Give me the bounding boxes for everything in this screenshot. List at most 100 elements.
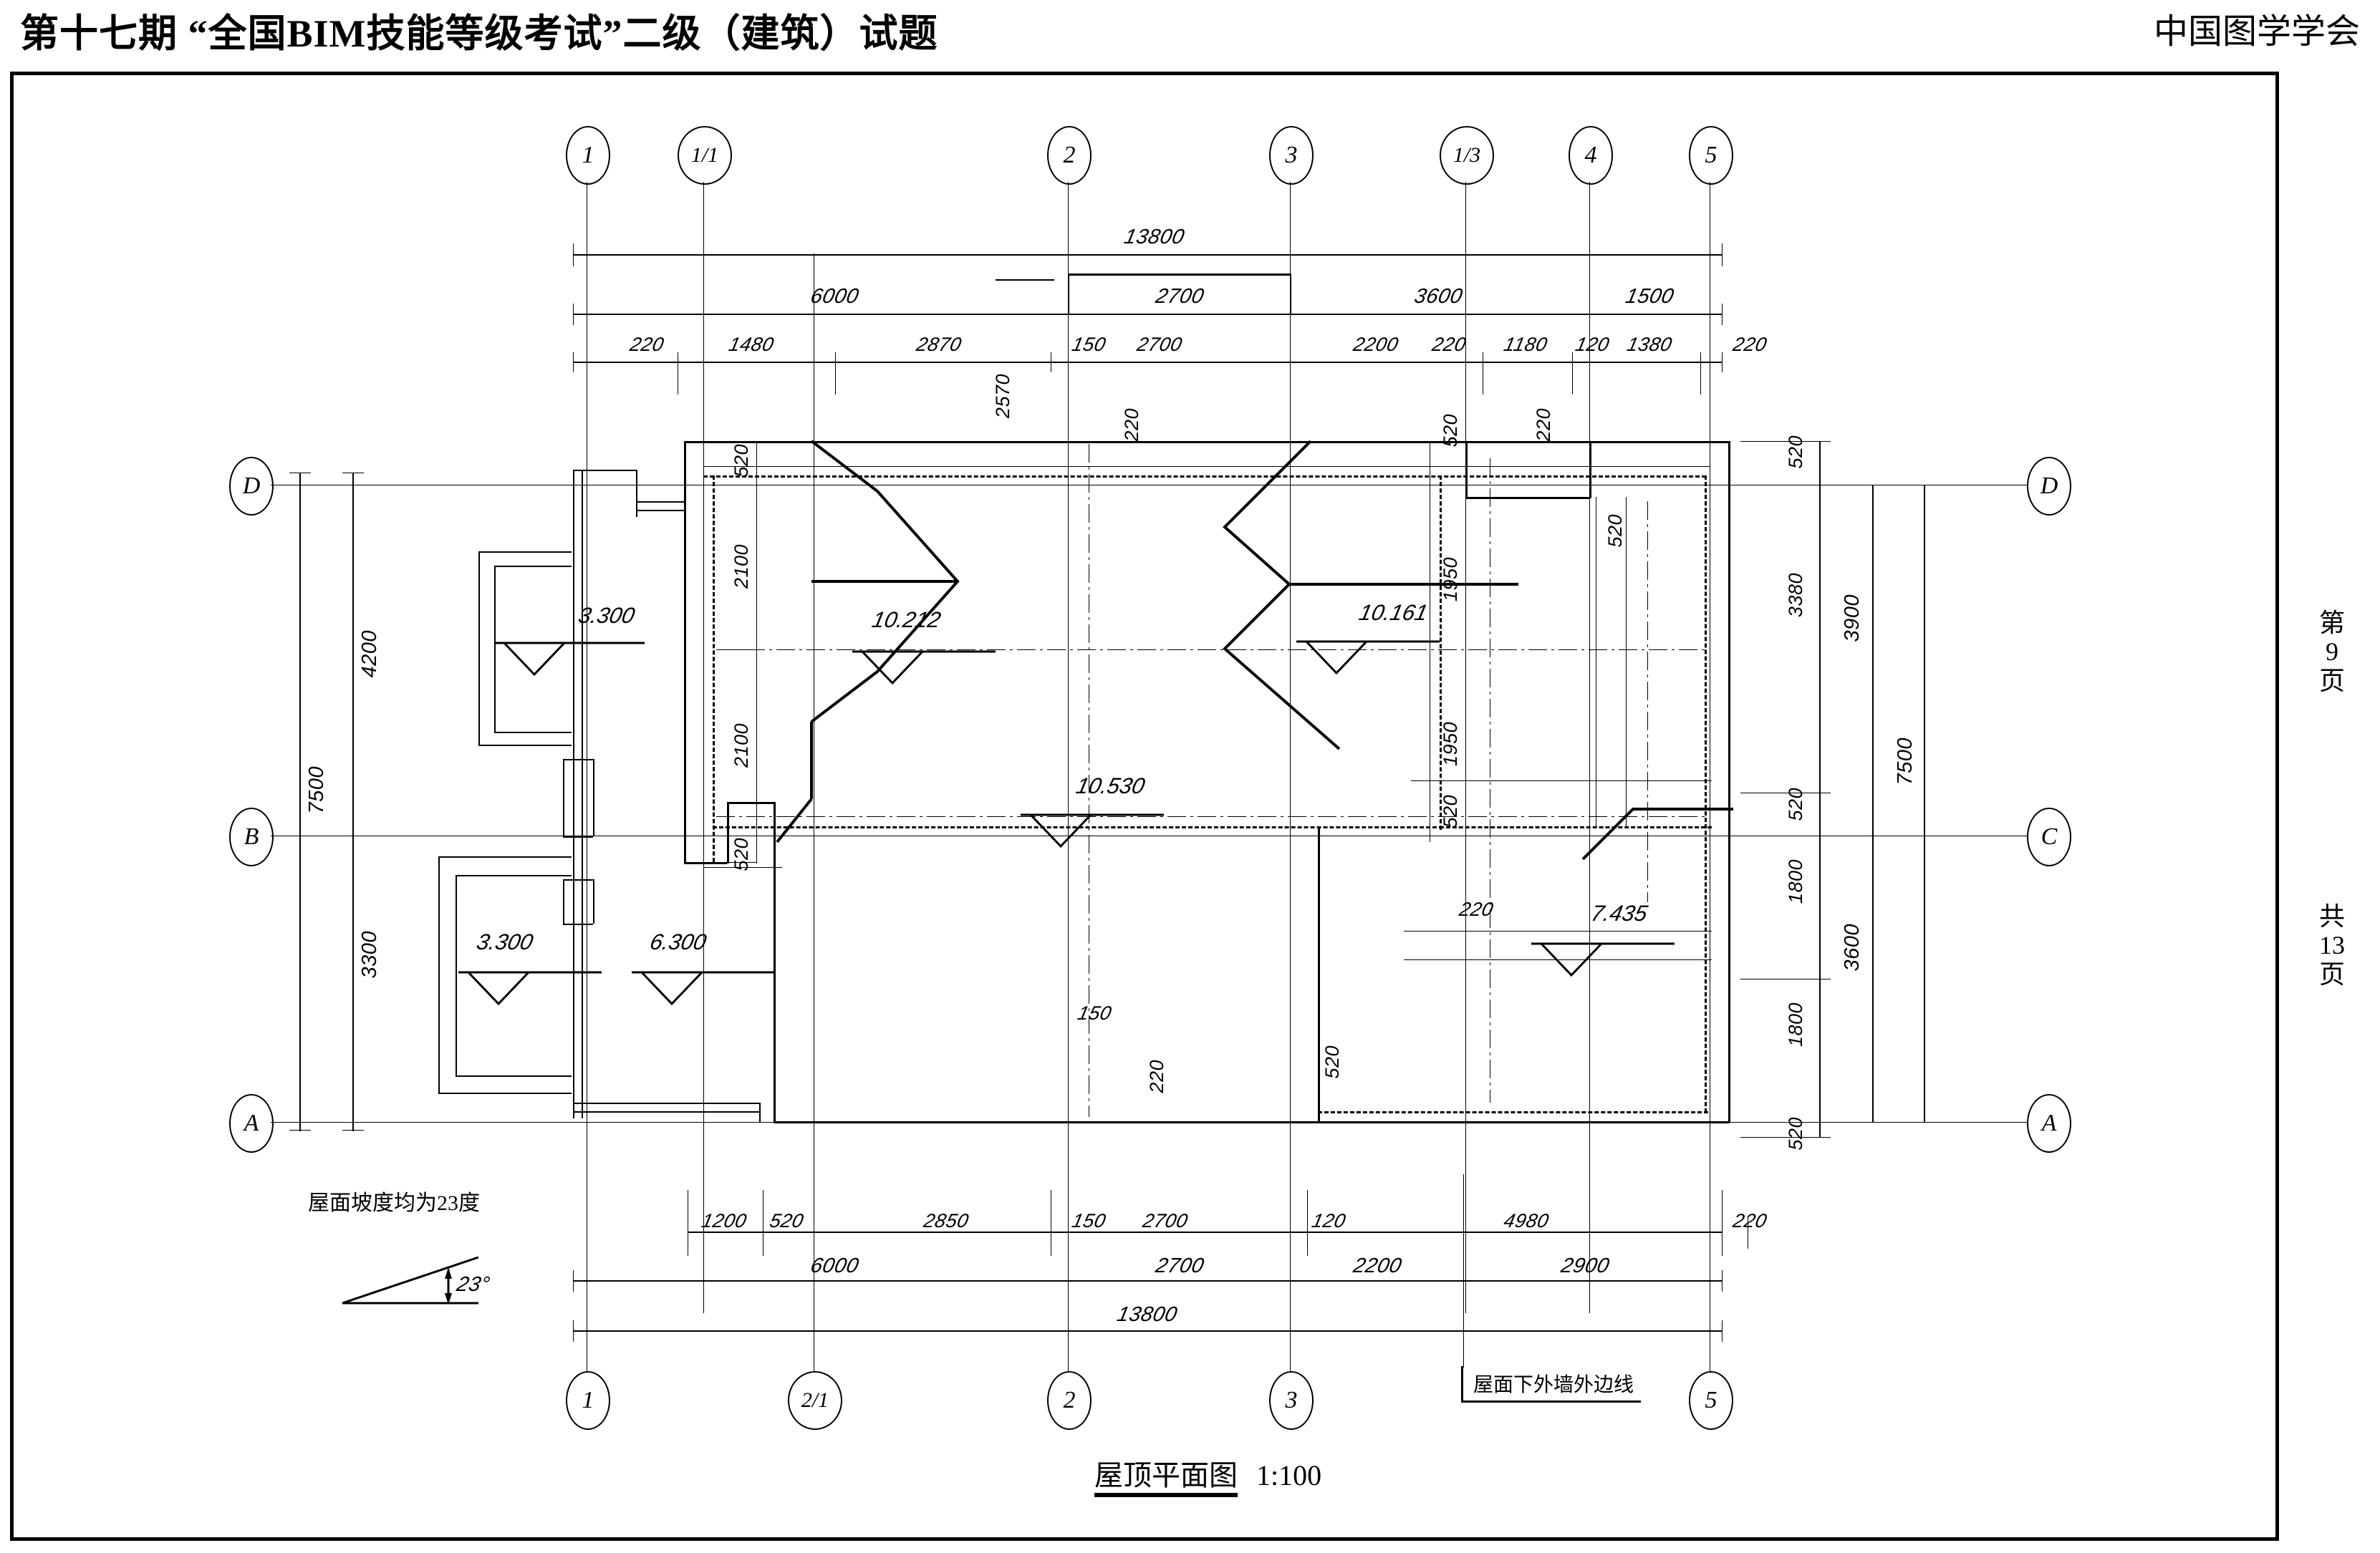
grid-bubble-bottom-1[interactable]: 1 (566, 1371, 610, 1430)
dim-left-4200: 4200 (358, 630, 381, 678)
grid-bubble-bottom-2[interactable]: 2 (1047, 1371, 1092, 1430)
grid-stem (703, 182, 704, 253)
grid-label: 2/1 (801, 1388, 829, 1412)
annex-bottom (573, 1111, 759, 1113)
dim-i-520c: 520 (1440, 414, 1461, 447)
balcony-upper-inner (494, 732, 572, 733)
grid-stem (271, 1122, 342, 1123)
roof-edge (727, 802, 774, 804)
elev-label-10530: 10.530 (1074, 773, 1147, 798)
page-current-unit: 页 (2318, 666, 2345, 695)
page-total-label: 共 (2318, 902, 2345, 931)
center-line-h (716, 649, 1705, 650)
dim-line-left-chain (352, 473, 354, 1131)
dim-r-7500: 7500 (1894, 737, 1917, 785)
dim-tick (1589, 304, 1590, 325)
grid-label: 1 (582, 1387, 594, 1413)
pier-block (563, 759, 593, 760)
grid-stem (1955, 1122, 2027, 1123)
roof-eave-inner (703, 466, 704, 867)
elevation-symbol-3300-lower (458, 971, 602, 1006)
dim-ext (1740, 1137, 1821, 1138)
balcony-lower (438, 1093, 572, 1094)
grid-label: 2 (1063, 142, 1076, 168)
balcony-lower-inner (456, 875, 572, 876)
slope-angle-label: 23° (454, 1273, 492, 1296)
dim-line-top-chain2 (573, 314, 1723, 315)
roof-eave-inner (703, 466, 1710, 467)
grid-bubble-right-d[interactable]: D (2027, 457, 2071, 516)
dim-i-520d: 520 (1440, 795, 1461, 828)
dim-tick (1465, 352, 1466, 372)
pier-block (563, 879, 593, 881)
elevation-symbol-6300 (632, 971, 775, 1006)
roof-edge (774, 802, 776, 1123)
dim-tick (1068, 352, 1069, 372)
grid-bubble-top-1[interactable]: 1 (566, 126, 610, 185)
grid-bubble-left-a[interactable]: A (229, 1094, 274, 1153)
dim-line-left-overall (299, 473, 301, 1131)
grid-bubble-bottom-2-1[interactable]: 2/1 (788, 1371, 842, 1430)
dim-t3-1380: 1380 (1624, 334, 1675, 355)
dim-i-520a: 520 (731, 444, 752, 478)
pier-block (593, 759, 594, 836)
balcony-upper-inner (494, 566, 496, 732)
grid-label: 5 (1705, 142, 1717, 168)
balcony-lower (438, 856, 572, 858)
grid-bubble-bottom-3[interactable]: 3 (1269, 1371, 1314, 1430)
dim-tick (1722, 1270, 1723, 1292)
dim-ext (1290, 1190, 1291, 1256)
dim-top-1500: 1500 (1623, 285, 1677, 308)
wall-below-dashed (713, 475, 715, 862)
roof-hip-lines-middle (1223, 440, 1518, 750)
grid-bubble-left-d[interactable]: D (229, 457, 274, 516)
grid-label: A (244, 1110, 259, 1136)
organization-name: 中国图学学会 (2153, 13, 2360, 51)
dim-b3-2850: 2850 (921, 1210, 971, 1232)
elev-label-6300: 6.300 (647, 929, 709, 954)
dim-bottom-overall: 13800 (1114, 1303, 1180, 1326)
dim-tick (573, 1320, 574, 1342)
dim-b3-520: 520 (767, 1210, 806, 1232)
drawing-frame (10, 72, 2279, 1541)
dim-ext (1068, 1190, 1069, 1256)
grid-bubble-right-c[interactable]: C (2027, 808, 2071, 866)
roof-edge (1465, 497, 1589, 499)
grid-bubble-top-5[interactable]: 5 (1689, 126, 1733, 185)
pier-block (563, 759, 564, 836)
dim-t3-1180: 1180 (1501, 334, 1550, 355)
dim-line-right-inner (1819, 441, 1821, 1137)
dim-tick (1809, 1122, 1831, 1123)
roof-eave-inner (703, 867, 782, 868)
drawing-scale: 1:100 (1256, 1459, 1322, 1491)
page-total-number: 13 (2319, 931, 2345, 960)
annex-bottom (573, 1103, 759, 1104)
grid-bubble-top-3[interactable]: 3 (1269, 126, 1314, 185)
grid-bubble-top-4[interactable]: 4 (1569, 126, 1613, 185)
grid-axis-2 (1068, 253, 1069, 1313)
pier-block (563, 879, 564, 924)
grid-bubble-left-b[interactable]: B (229, 808, 274, 866)
grid-bubble-top-2[interactable]: 2 (1047, 126, 1092, 185)
dim-ext (1307, 1190, 1308, 1256)
annex-wall (636, 501, 685, 503)
grid-label: 2 (1063, 1387, 1076, 1413)
balcony-upper (478, 551, 572, 553)
wall-outline-callout: 屋面下外墙外边线 (1461, 1366, 1642, 1403)
grid-label: D (2040, 473, 2058, 499)
grid-bubble-top-1-1[interactable]: 1/1 (678, 126, 732, 185)
grid-bubble-bottom-5[interactable]: 5 (1689, 1371, 1733, 1430)
grid-stem (1068, 182, 1069, 253)
pier-block (593, 879, 594, 924)
roof-step (1318, 1121, 1354, 1123)
dim-i-520e: 520 (1604, 514, 1626, 548)
slope-angle-symbol (342, 1256, 479, 1305)
grid-bubble-top-1-3[interactable]: 1/3 (1440, 126, 1494, 185)
grid-label: A (2041, 1110, 2057, 1136)
elev-label-7435: 7.435 (1589, 901, 1650, 926)
dim-tick (573, 243, 574, 266)
grid-bubble-right-a[interactable]: A (2027, 1094, 2071, 1153)
elevation-symbol-10161 (1296, 640, 1440, 675)
pier-block (563, 924, 593, 925)
